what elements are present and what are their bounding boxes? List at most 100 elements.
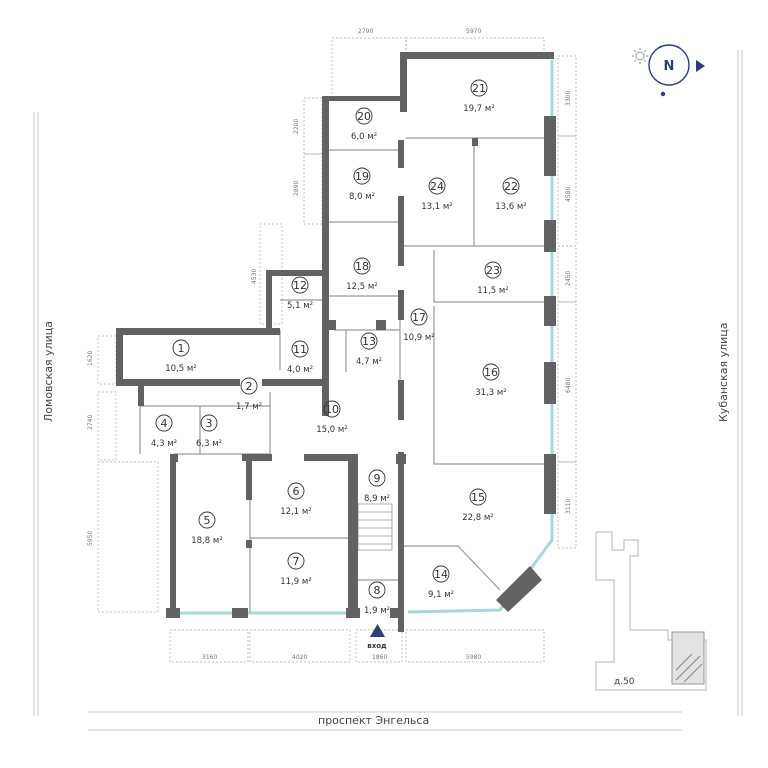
room-4: 4 4,3 м² — [151, 414, 177, 449]
dim-right-5: 3110 — [565, 499, 572, 514]
dim-left-4: 1620 — [87, 351, 94, 366]
room-number: 1 — [178, 342, 185, 355]
room-number: 18 — [355, 260, 369, 273]
dim-bottom-4: 5980 — [466, 654, 481, 661]
entrance-marker: вход — [367, 624, 387, 650]
room-number-circle-icon — [502, 177, 520, 195]
dim-bottom-1: 3160 — [202, 654, 217, 661]
dim-left-6: 5950 — [87, 531, 94, 546]
room-number: 7 — [293, 555, 300, 568]
dim-right-4: 6480 — [565, 378, 572, 393]
room-number: 3 — [206, 417, 213, 430]
room-17: 17 10,9 м² — [403, 308, 435, 343]
room-5: 5 18,8 м² — [191, 511, 223, 546]
dim-left-3: 4530 — [251, 269, 258, 284]
dim-right-2: 4580 — [565, 187, 572, 202]
room-14: 14 9,1 м² — [428, 565, 454, 600]
room-area: 11,9 м² — [280, 577, 311, 587]
compass-north-label: N — [664, 59, 675, 74]
room-1: 1 10,5 м² — [165, 339, 197, 374]
street-left-label: Ломовская улица — [42, 321, 55, 422]
compass-dot-icon — [660, 91, 666, 97]
room-area: 31,3 м² — [475, 388, 506, 398]
room-number-circle-icon — [200, 414, 218, 432]
room-area: 1,7 м² — [236, 402, 262, 412]
room-area: 6,3 м² — [196, 439, 222, 449]
room-number-circle-icon — [410, 308, 428, 326]
site-map-thumbnail — [595, 531, 707, 691]
room-number-circle-icon — [172, 339, 190, 357]
structural-walls — [116, 52, 556, 632]
dim-left-1: 2200 — [293, 119, 300, 134]
room-number: 4 — [161, 417, 168, 430]
room-number-circle-icon — [470, 79, 488, 97]
room-number: 17 — [412, 311, 426, 324]
room-number-circle-icon — [360, 332, 378, 350]
room-number-circle-icon — [240, 377, 258, 395]
room-area: 12,5 м² — [346, 282, 377, 292]
room-19: 19 8,0 м² — [349, 167, 375, 202]
dim-top-left: 2790 — [358, 28, 373, 35]
room-number: 21 — [472, 82, 486, 95]
room-area: 5,1 м² — [287, 301, 313, 311]
room-number: 10 — [325, 403, 339, 416]
room-area: 12,1 м² — [280, 507, 311, 517]
room-area: 10,9 м² — [403, 333, 434, 343]
room-number-circle-icon — [287, 552, 305, 570]
building-label: д.50 — [614, 677, 635, 687]
interior-walls — [139, 137, 548, 612]
room-area: 4,7 м² — [356, 357, 382, 367]
room-number-circle-icon — [291, 340, 309, 358]
room-number: 14 — [434, 568, 448, 581]
room-number-circle-icon — [353, 257, 371, 275]
room-7: 7 11,9 м² — [280, 552, 312, 587]
room-number: 19 — [355, 170, 369, 183]
room-number-circle-icon — [291, 276, 309, 294]
room-18: 18 12,5 м² — [346, 257, 378, 292]
room-number-circle-icon — [323, 400, 341, 418]
street-right-label: Кубанская улица — [717, 323, 730, 423]
room-number-circle-icon — [155, 414, 173, 432]
room-area: 8,0 м² — [349, 192, 375, 202]
room-area: 10,5 м² — [165, 364, 196, 374]
room-number-circle-icon — [484, 261, 502, 279]
room-number-circle-icon — [355, 107, 373, 125]
room-number: 15 — [471, 491, 485, 504]
room-area: 4,0 м² — [287, 365, 313, 375]
room-13: 134,7 м² — [356, 332, 382, 367]
room-number: 23 — [486, 264, 500, 277]
room-number: 5 — [204, 514, 211, 527]
room-number-circle-icon — [368, 469, 386, 487]
sun-rays-icon — [632, 48, 648, 64]
room-area: 9,1 м² — [428, 590, 454, 600]
room-area: 13,6 м² — [495, 202, 526, 212]
room-area: 1,9 м² — [364, 606, 390, 616]
dim-left-2: 2890 — [293, 181, 300, 196]
room-3: 3 6,3 м² — [196, 414, 222, 449]
room-area: 6,0 м² — [351, 132, 377, 142]
compass-arrow-icon — [696, 60, 705, 72]
room-12: 125,1 м² — [287, 276, 313, 311]
room-number-circle-icon — [469, 488, 487, 506]
room-9: 98,9 м² — [364, 469, 390, 504]
room-area: 18,8 м² — [191, 536, 222, 546]
room-area: 4,3 м² — [151, 439, 177, 449]
room-area: 11,5 м² — [477, 286, 508, 296]
dim-left-5: 2740 — [87, 415, 94, 430]
dim-right-1: 3300 — [565, 91, 572, 106]
dim-top-right: 5970 — [466, 28, 481, 35]
room-number-circle-icon — [428, 177, 446, 195]
street-lines — [33, 50, 743, 731]
entrance-label: вход — [367, 642, 387, 650]
room-8: 8 1,9 м² — [364, 581, 390, 616]
stairs — [357, 503, 393, 551]
room-number-circle-icon — [353, 167, 371, 185]
room-23: 23 11,5 м² — [477, 261, 509, 296]
room-number: 8 — [374, 584, 381, 597]
